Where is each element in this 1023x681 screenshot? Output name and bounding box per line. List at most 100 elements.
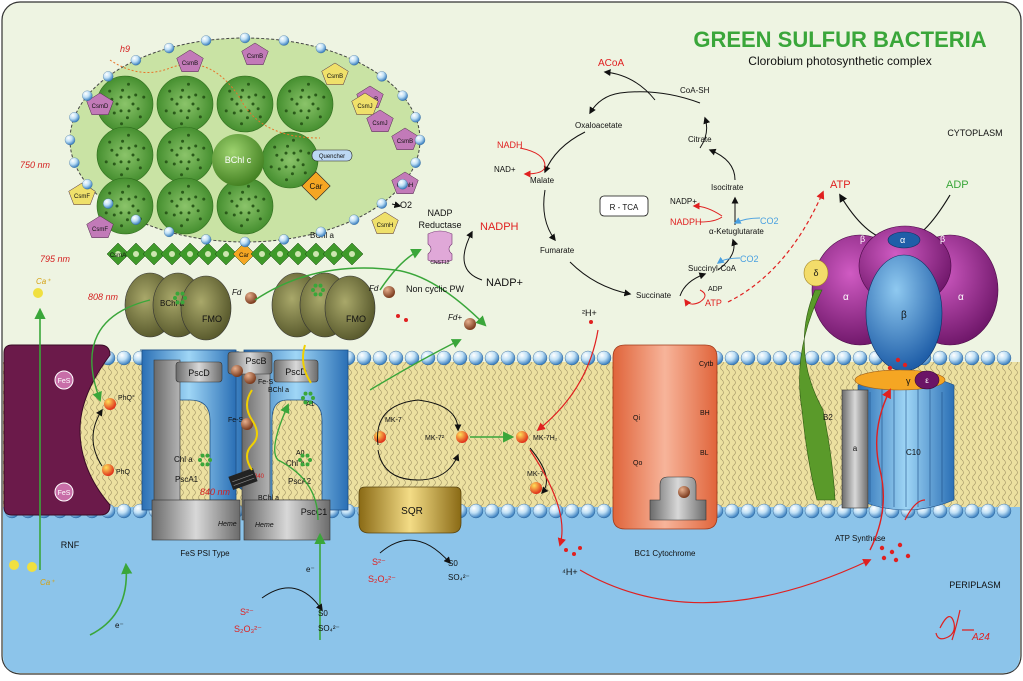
svg-text:MK-7²: MK-7² <box>425 435 445 442</box>
svg-text:α: α <box>900 235 905 245</box>
svg-text:β: β <box>860 234 865 244</box>
svg-text:Isocitrate: Isocitrate <box>711 183 744 192</box>
svg-text:S₂O₃²⁻: S₂O₃²⁻ <box>234 624 262 634</box>
bc1-label: BC1 Cytochrome <box>635 549 696 558</box>
pscc1-label: PscC1 <box>301 507 328 517</box>
pscd-left-label: PscD <box>188 368 210 378</box>
proton-uptake-arrow <box>536 329 599 432</box>
adp-label: ADP <box>946 179 969 191</box>
atp-synthase: ATP ADP β β α α α β δ B2 a C10 γ ε ATP S… <box>799 179 999 543</box>
fd-label-2: Fd <box>369 284 379 293</box>
svg-text:CoA-SH: CoA-SH <box>680 86 710 95</box>
svg-text:ε: ε <box>925 376 929 385</box>
cytoplasm-label: CYTOPLASM <box>947 128 1002 138</box>
svg-text:Malate: Malate <box>530 176 555 185</box>
svg-text:BH: BH <box>700 410 710 417</box>
svg-text:CO2: CO2 <box>760 216 779 226</box>
svg-text:⁴H+: ⁴H+ <box>562 567 578 577</box>
svg-text:²H+: ²H+ <box>582 308 597 318</box>
fmo-left-label: FMO <box>202 314 222 324</box>
svg-text:Ca⁺: Ca⁺ <box>36 277 51 286</box>
fmo-bchla-label: BChl a <box>160 299 185 308</box>
svg-text:PhQ°: PhQ° <box>118 394 135 402</box>
svg-text:ADP: ADP <box>708 286 723 293</box>
svg-text:A0: A0 <box>296 450 305 457</box>
svg-text:BL: BL <box>700 450 709 457</box>
svg-text:MK-7: MK-7 <box>385 417 402 424</box>
periplasm-region <box>3 505 1020 673</box>
svg-text:P840: P840 <box>250 474 265 480</box>
phq-ball-top <box>104 398 116 410</box>
proton-to-atp-arrow <box>579 559 872 604</box>
csm-protein <box>366 109 394 132</box>
nm808-label: 808 nm <box>88 292 119 302</box>
svg-text:BChl a: BChl a <box>268 387 289 394</box>
rnf-complex: FeS FeS PhQ° PhQ RNF <box>3 344 135 550</box>
light-path <box>109 59 321 139</box>
svg-text:NAD+: NAD+ <box>494 165 516 174</box>
nadp-label-1: NADP <box>427 208 452 218</box>
rnf-electron-arrow <box>89 562 133 636</box>
csm-protein-label: CsmB <box>182 61 198 67</box>
csm-protein <box>86 215 114 238</box>
psca2-label: PscA2 <box>288 477 312 486</box>
pscb-label: PscB <box>245 356 266 366</box>
csm-protein <box>321 62 349 85</box>
svg-text:PhQ: PhQ <box>116 469 131 476</box>
svg-text:Heme: Heme <box>218 521 237 528</box>
nadp-plus-label: NADP+ <box>486 277 523 289</box>
ca-ion-bottom-2 <box>27 562 37 572</box>
svg-text:δ: δ <box>813 268 818 278</box>
svg-text:Fe-S: Fe-S <box>228 417 244 424</box>
svg-text:S²⁻: S²⁻ <box>372 557 386 567</box>
csm-protein <box>391 127 419 150</box>
svg-text:S²⁻: S²⁻ <box>240 607 254 617</box>
nadph-label: NADPH <box>480 221 519 233</box>
svg-text:Chl a: Chl a <box>174 455 193 464</box>
nm840-label: 840 nm <box>200 487 231 497</box>
rnf-fes-bottom <box>54 482 74 502</box>
svg-text:B2: B2 <box>823 413 833 422</box>
o2-label: O2 <box>400 200 412 210</box>
phq-ball-bottom <box>102 464 114 476</box>
csm-protein-label: CsmD <box>92 104 109 110</box>
svg-text:α-Ketuglutarate: α-Ketuglutarate <box>709 227 764 236</box>
svg-text:e⁻: e⁻ <box>306 565 315 574</box>
csm-protein <box>351 92 379 115</box>
svg-text:S0: S0 <box>318 609 328 618</box>
proton-dots-atp <box>879 357 911 563</box>
svg-text:Qo: Qo <box>633 460 642 467</box>
atp-synthase-label: ATP Synthase <box>835 534 886 543</box>
nadp-label-2: Reductase <box>418 220 461 230</box>
svg-text:Heme: Heme <box>255 522 274 529</box>
svg-text:FeS: FeS <box>58 490 71 497</box>
car2-label: Car <box>239 253 249 259</box>
nadp-reductase: NADP Reductase CNST12 NADPH NADP+ Non cy… <box>406 208 523 294</box>
csm-protein <box>371 211 399 234</box>
rtca-label: R - TCA <box>610 203 639 212</box>
acoa-label: ACoA <box>598 58 624 69</box>
csm-protein-label: CsmF <box>92 227 108 233</box>
svg-text:γ: γ <box>906 376 911 386</box>
periplasm-label: PERIPLASM <box>949 580 1001 590</box>
rnf-fes-top <box>54 370 74 390</box>
bchl-c-label: BChl c <box>225 155 252 165</box>
fmo-right-label: FMO <box>346 314 366 324</box>
quencher <box>311 149 353 162</box>
svg-text:ATP: ATP <box>705 298 722 308</box>
pscd-right-label: PscD <box>285 367 307 377</box>
svg-text:α: α <box>958 292 964 303</box>
nm750-label: 750 nm <box>20 160 51 170</box>
svg-text:NADH: NADH <box>497 140 523 150</box>
svg-text:Succinyl-CoA: Succinyl-CoA <box>688 264 737 273</box>
rnf-label: RNF <box>61 540 80 550</box>
fmo-right: FMO <box>271 272 376 341</box>
h9-label: h9 <box>120 44 130 54</box>
svg-text:β: β <box>901 310 907 321</box>
page-subtitle: Clorobium photosynthetic complex <box>748 54 931 68</box>
page-title: GREEN SULFUR BACTERIA <box>693 27 986 52</box>
p840-special-pair <box>228 467 258 491</box>
svg-text:C10: C10 <box>906 448 921 457</box>
csm-protein-label: CsmF <box>74 194 90 200</box>
car-label: Car <box>310 182 323 191</box>
